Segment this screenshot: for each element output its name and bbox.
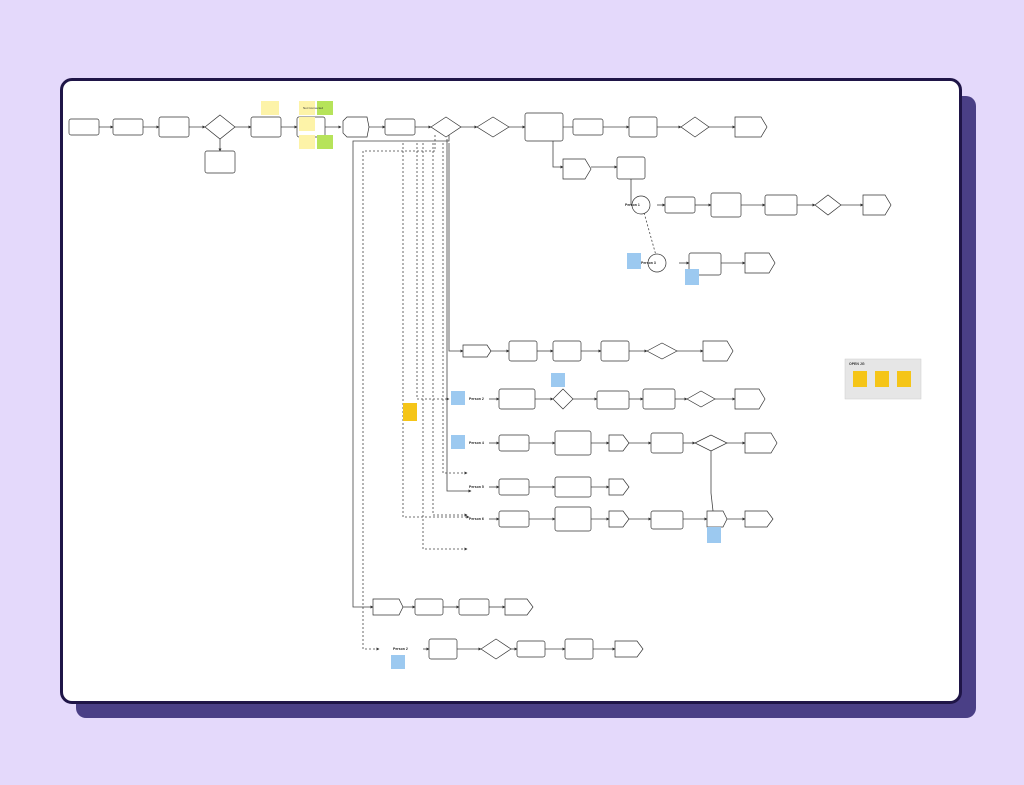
sticky-note-text: Not Connected: [303, 106, 323, 110]
terminal-box[interactable]: [702, 340, 734, 362]
process-box[interactable]: [554, 476, 592, 498]
decision-diamond[interactable]: [480, 638, 512, 660]
decision-diamond[interactable]: [694, 434, 728, 452]
flowchart-diagram: Person 1 Person 3 Person 2 Person 4 Pers…: [68, 101, 922, 669]
terminal-box[interactable]: [744, 510, 774, 528]
decision-diamond[interactable]: [680, 116, 710, 138]
person-label: Person 2: [393, 647, 408, 651]
process-box[interactable]: [524, 112, 564, 142]
process-box[interactable]: [650, 510, 684, 530]
sticky-note[interactable]: [261, 101, 279, 115]
person-label: Person 6: [469, 517, 484, 521]
flowchart-canvas[interactable]: Person 1 Person 3 Person 2 Person 4 Pers…: [60, 78, 962, 704]
process-box[interactable]: [498, 388, 536, 410]
person-label: Person 2: [469, 397, 484, 401]
decision-diamond[interactable]: [646, 342, 678, 360]
process-box[interactable]: [616, 156, 646, 180]
legend-title: OPEN JG: [849, 362, 865, 366]
process-box[interactable]: [508, 340, 538, 362]
decision-diamond[interactable]: [204, 114, 236, 140]
process-box[interactable]: [710, 192, 742, 218]
sticky-note[interactable]: [451, 391, 465, 405]
person-label: Person 4: [469, 441, 484, 445]
process-box[interactable]: [250, 116, 282, 138]
process-box[interactable]: [516, 640, 546, 658]
process-box[interactable]: [112, 118, 144, 136]
terminal-box[interactable]: [504, 598, 534, 616]
terminal-box[interactable]: [862, 194, 892, 216]
terminal-box[interactable]: [734, 116, 768, 138]
legend-box[interactable]: OPEN JG: [844, 358, 922, 400]
decision-diamond[interactable]: [686, 390, 716, 408]
process-box[interactable]: [68, 118, 100, 136]
process-box[interactable]: [554, 430, 592, 456]
process-box[interactable]: [764, 194, 798, 216]
terminal-box[interactable]: [744, 252, 776, 274]
process-box[interactable]: [554, 506, 592, 532]
legend-sticky[interactable]: [875, 371, 889, 387]
sticky-note[interactable]: [551, 373, 565, 387]
person-node[interactable]: [631, 195, 651, 215]
sticky-note[interactable]: [299, 135, 315, 149]
process-box[interactable]: [564, 638, 594, 660]
process-box[interactable]: [498, 510, 530, 528]
process-box[interactable]: [650, 432, 684, 454]
person-node[interactable]: [647, 253, 667, 273]
process-box[interactable]: [428, 638, 458, 660]
terminal-box[interactable]: [372, 598, 404, 616]
process-box[interactable]: [204, 150, 236, 174]
sticky-note[interactable]: [317, 101, 333, 115]
sticky-note[interactable]: [403, 403, 417, 421]
decision-diamond[interactable]: [430, 116, 462, 138]
terminal-box[interactable]: [608, 434, 630, 452]
terminal-box[interactable]: [744, 432, 778, 454]
sticky-note[interactable]: [627, 253, 641, 269]
process-box[interactable]: [158, 116, 190, 138]
sticky-note[interactable]: [391, 655, 405, 669]
terminal-box[interactable]: [608, 478, 630, 496]
sticky-note[interactable]: [451, 435, 465, 449]
decision-diamond[interactable]: [552, 388, 574, 410]
sticky-note[interactable]: [317, 135, 333, 149]
person-label: Person 5: [469, 485, 484, 489]
sticky-note[interactable]: [299, 117, 315, 131]
process-box[interactable]: [628, 116, 658, 138]
process-box[interactable]: [664, 196, 696, 214]
subprocess-box[interactable]: [342, 116, 370, 138]
sticky-note[interactable]: [299, 101, 315, 115]
legend-sticky[interactable]: [897, 371, 911, 387]
legend-sticky[interactable]: [853, 371, 867, 387]
sticky-note[interactable]: [707, 527, 721, 543]
process-box[interactable]: [384, 118, 416, 136]
process-box[interactable]: [458, 598, 490, 616]
process-box[interactable]: [414, 598, 444, 616]
process-box[interactable]: [572, 118, 604, 136]
person-label: Person 3: [641, 261, 656, 265]
process-box[interactable]: [600, 340, 630, 362]
decision-diamond[interactable]: [814, 194, 842, 216]
person-label: Person 1: [625, 203, 640, 207]
terminal-box[interactable]: [734, 388, 766, 410]
terminal-box[interactable]: [614, 640, 644, 658]
terminal-box[interactable]: [608, 510, 630, 528]
terminal-box[interactable]: [462, 344, 492, 358]
process-box[interactable]: [642, 388, 676, 410]
process-box[interactable]: [498, 434, 530, 452]
terminal-box[interactable]: [706, 510, 728, 528]
process-box[interactable]: [498, 478, 530, 496]
process-box[interactable]: [552, 340, 582, 362]
process-box[interactable]: [596, 390, 630, 410]
terminal-box[interactable]: [562, 158, 592, 180]
sticky-note[interactable]: [685, 269, 699, 285]
decision-diamond[interactable]: [476, 116, 510, 138]
